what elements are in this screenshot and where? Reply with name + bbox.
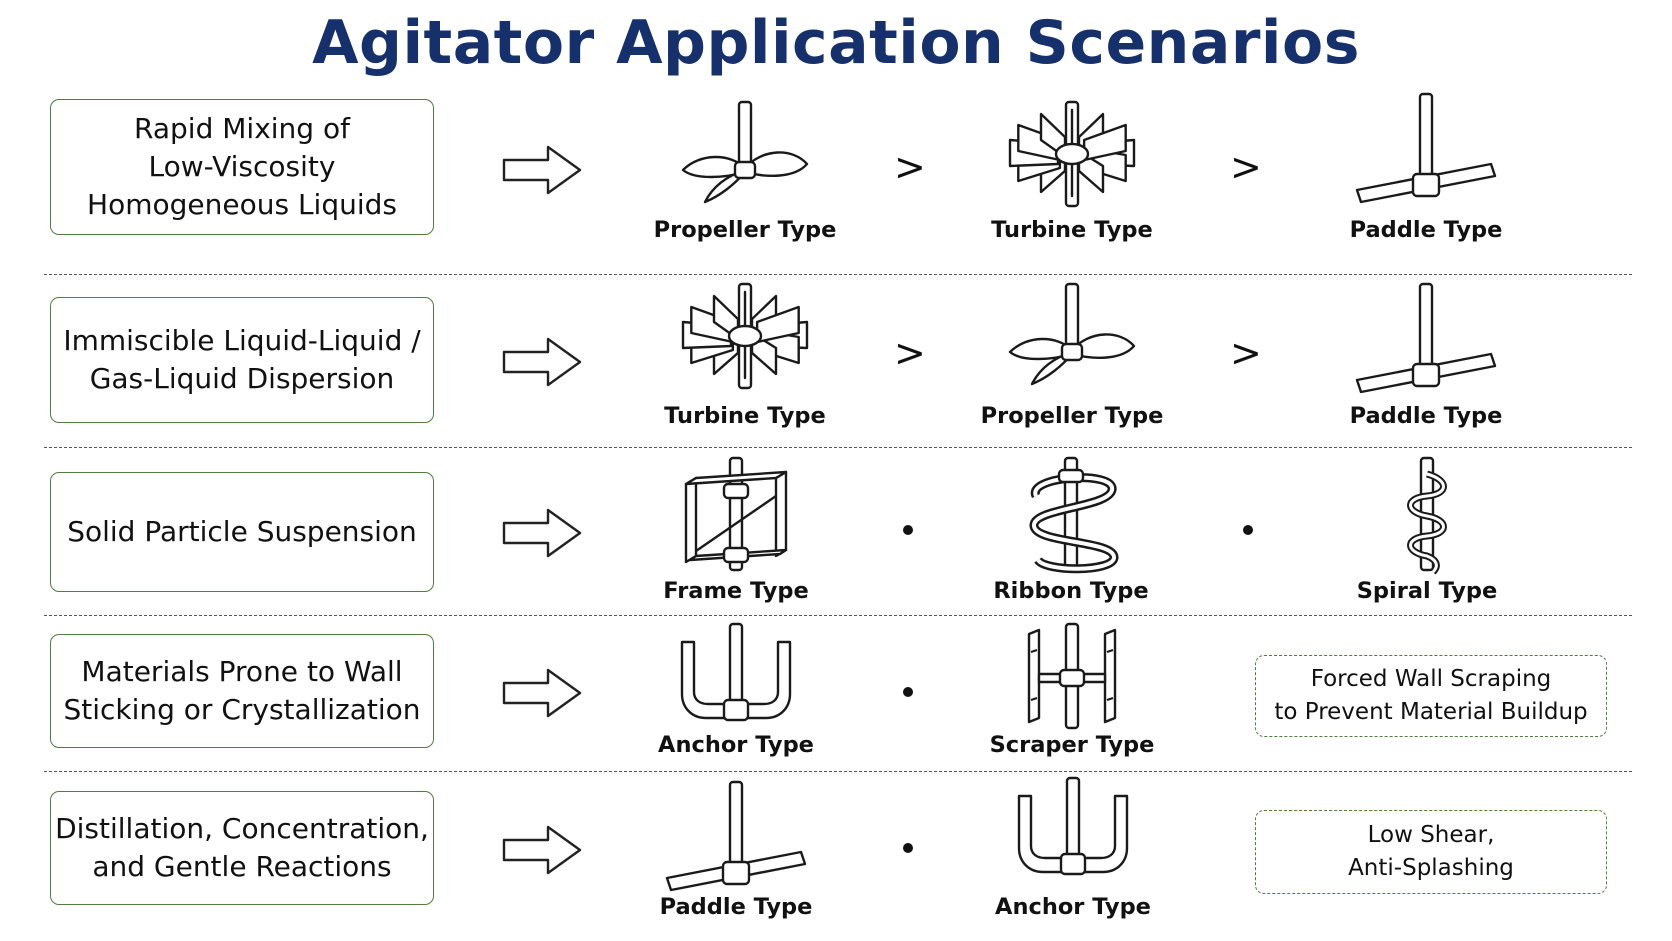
paddle-impeller-icon	[665, 780, 807, 892]
agitator-label: Propeller Type	[980, 403, 1164, 429]
separator-dot	[903, 687, 913, 697]
scenario-text: Materials Prone to Wall Sticking or Crys…	[63, 655, 421, 726]
scenario-box: Immiscible Liquid-Liquid / Gas-Liquid Di…	[50, 297, 434, 423]
agitator-label: Frame Type	[663, 578, 809, 604]
scenario-box: Distillation, Concentration, and Gentle …	[50, 791, 434, 905]
agitator-label: Turbine Type	[664, 403, 826, 429]
separator-dot	[1243, 525, 1253, 535]
note-box: Low Shear, Anti-Splashing	[1255, 810, 1607, 894]
frame-impeller-icon	[684, 456, 788, 572]
agitator-label: Anchor Type	[995, 894, 1151, 920]
scenario-box: Rapid Mixing of Low-Viscosity Homogeneou…	[50, 99, 434, 235]
note-text: Forced Wall Scraping to Prevent Material…	[1274, 666, 1588, 725]
separator-dot	[903, 525, 913, 535]
propeller-impeller-icon	[681, 100, 809, 204]
paddle-impeller-icon	[1355, 282, 1497, 394]
row-divider	[44, 615, 1632, 616]
note-box: Forced Wall Scraping to Prevent Material…	[1255, 655, 1607, 737]
spiral-impeller-icon	[1407, 456, 1447, 575]
scenario-text: Distillation, Concentration, and Gentle …	[55, 812, 429, 883]
anchor-impeller-icon	[1017, 776, 1129, 876]
turbine-impeller-icon	[1008, 100, 1136, 208]
anchor-impeller-icon	[680, 622, 792, 722]
agitator-label: Paddle Type	[659, 894, 813, 920]
separator-greater-than: >	[894, 145, 926, 189]
agitator-label: Ribbon Type	[993, 578, 1149, 604]
scenario-text: Rapid Mixing of Low-Viscosity Homogeneou…	[87, 112, 397, 221]
note-text: Low Shear, Anti-Splashing	[1348, 822, 1514, 881]
agitator-label: Scraper Type	[989, 732, 1155, 758]
separator-dot	[903, 843, 913, 853]
propeller-impeller-icon	[1008, 282, 1136, 386]
agitator-label: Anchor Type	[658, 732, 814, 758]
ribbon-impeller-icon	[1029, 456, 1119, 574]
agitator-label: Spiral Type	[1356, 578, 1498, 604]
agitator-label: Paddle Type	[1349, 403, 1503, 429]
separator-greater-than: >	[1230, 145, 1262, 189]
scenario-text: Immiscible Liquid-Liquid / Gas-Liquid Di…	[63, 324, 421, 395]
agitator-label: Turbine Type	[991, 217, 1153, 243]
right-arrow-icon	[502, 145, 582, 195]
separator-greater-than: >	[894, 331, 926, 375]
turbine-impeller-icon	[681, 282, 809, 390]
scraper-impeller-icon	[1027, 622, 1117, 730]
scenario-box: Materials Prone to Wall Sticking or Crys…	[50, 634, 434, 748]
right-arrow-icon	[502, 508, 582, 558]
paddle-impeller-icon	[1355, 92, 1497, 204]
right-arrow-icon	[502, 668, 582, 718]
scenario-text: Solid Particle Suspension	[67, 515, 417, 548]
scenario-box: Solid Particle Suspension	[50, 472, 434, 592]
agitator-label: Propeller Type	[653, 217, 837, 243]
right-arrow-icon	[502, 337, 582, 387]
right-arrow-icon	[502, 825, 582, 875]
agitator-label: Paddle Type	[1349, 217, 1503, 243]
row-divider	[44, 771, 1632, 772]
row-divider	[44, 274, 1632, 275]
row-divider	[44, 447, 1632, 448]
separator-greater-than: >	[1230, 331, 1262, 375]
page-title: Agitator Application Scenarios	[312, 8, 1360, 78]
